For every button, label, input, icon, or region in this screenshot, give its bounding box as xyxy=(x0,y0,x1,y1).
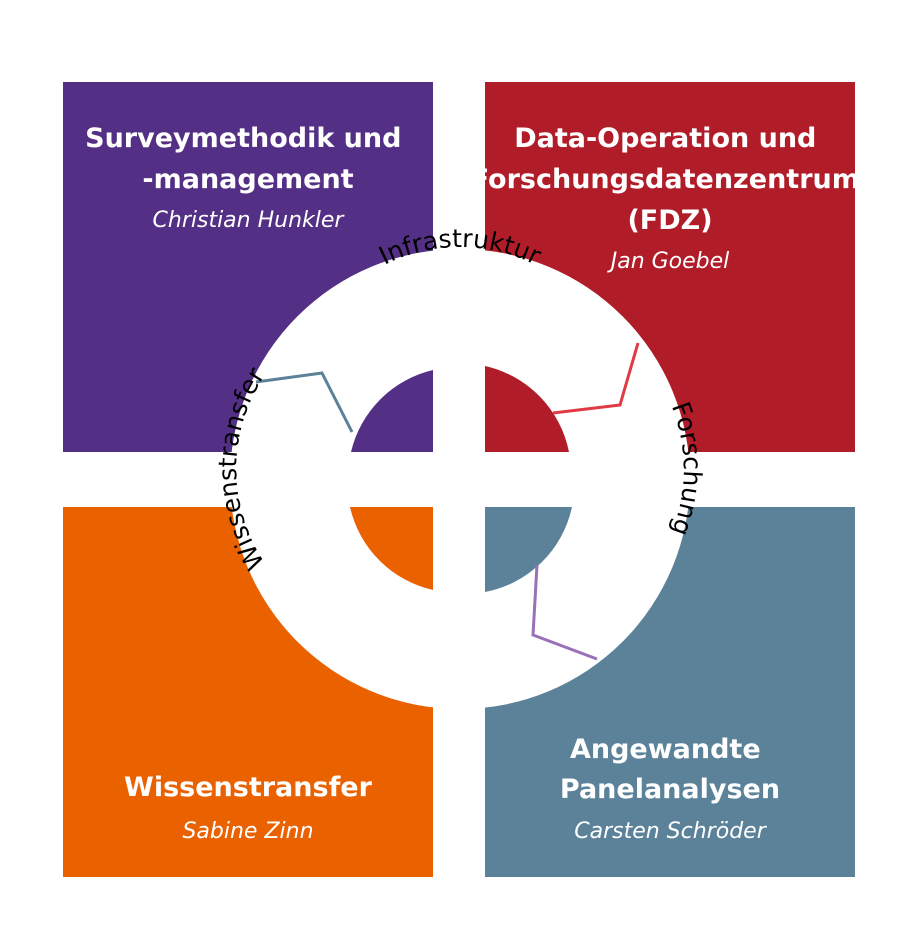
quadrant-top-left-person: Christian Hunkler xyxy=(153,208,346,233)
inner-sector-bottom-left xyxy=(350,507,433,590)
inner-sector-top-left xyxy=(351,370,433,452)
connector-line-top-left xyxy=(255,371,354,433)
quadrant-top-right-title: Data-Operation und Forschungsdatenzentru… xyxy=(471,123,870,236)
quadrant-top-left-title: Surveymethodik und -management xyxy=(85,123,411,195)
quadrant-bottom-right-title: Angewandte Panelanalysen xyxy=(560,734,780,805)
connector-line-top-right xyxy=(552,342,640,415)
quadrant-bottom-right-person: Carsten Schröder xyxy=(574,819,767,844)
quadrant-top-right-person: Jan Goebel xyxy=(607,249,730,274)
center-ring xyxy=(230,249,690,709)
inner-sector-top-right xyxy=(485,366,569,452)
connector-line-bottom-right xyxy=(531,564,598,661)
quadrant-bottom-left-person: Sabine Zinn xyxy=(182,819,313,844)
inner-sector-bottom-right xyxy=(485,507,572,592)
quadrant-bottom-left-title: Wissenstransfer xyxy=(124,772,373,803)
